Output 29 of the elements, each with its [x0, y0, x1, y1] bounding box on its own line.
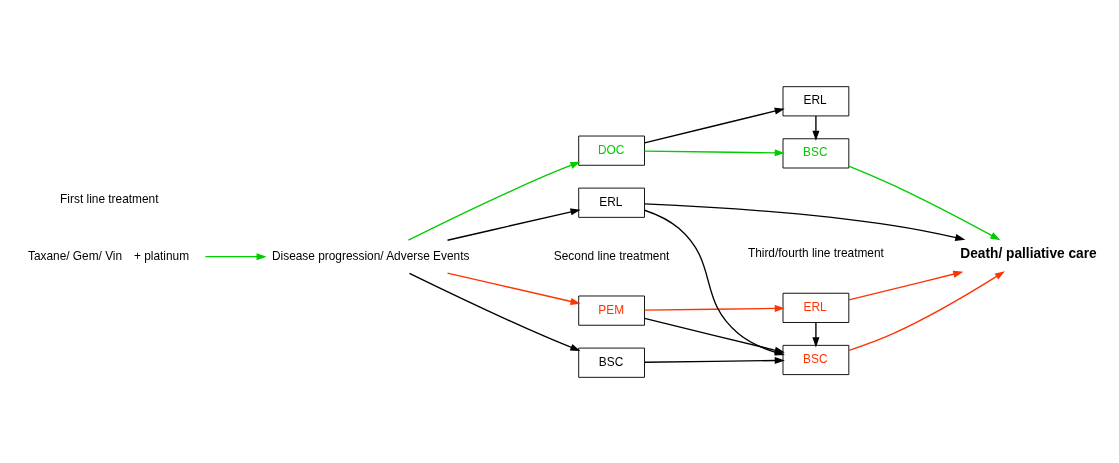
arrow — [848, 164, 1001, 240]
arrow — [643, 148, 785, 156]
label: First line treatment — [60, 191, 159, 206]
arrow — [408, 272, 581, 351]
arrow — [407, 161, 581, 241]
label: Third/fourth line treatment — [747, 245, 884, 260]
node-box: ERL — [578, 187, 645, 218]
arrow — [446, 208, 581, 241]
node-text: Disease progression/ Adverse Events — [272, 248, 470, 263]
arrow — [204, 252, 267, 260]
arrow — [643, 107, 785, 143]
node-box: BSC — [782, 344, 850, 375]
node-box: BSC — [782, 137, 850, 168]
arrow — [848, 270, 964, 301]
arrow — [643, 356, 785, 364]
arrow — [643, 304, 785, 312]
arrow — [644, 202, 966, 241]
node-text: Death/ palliative care — [960, 245, 1097, 261]
arrow — [812, 114, 820, 141]
node-text: Taxane/ Gem/ Vin + platinum — [27, 248, 190, 263]
label: Second line treatment — [553, 248, 670, 263]
node-box: ERL — [782, 292, 850, 323]
arrow — [812, 321, 820, 347]
node-box: DOC — [578, 135, 645, 166]
node-box: ERL — [782, 85, 850, 116]
arrow — [848, 270, 1005, 351]
node-box: BSC — [578, 347, 645, 378]
arrow — [446, 271, 581, 305]
node-box: PEM — [578, 295, 645, 326]
